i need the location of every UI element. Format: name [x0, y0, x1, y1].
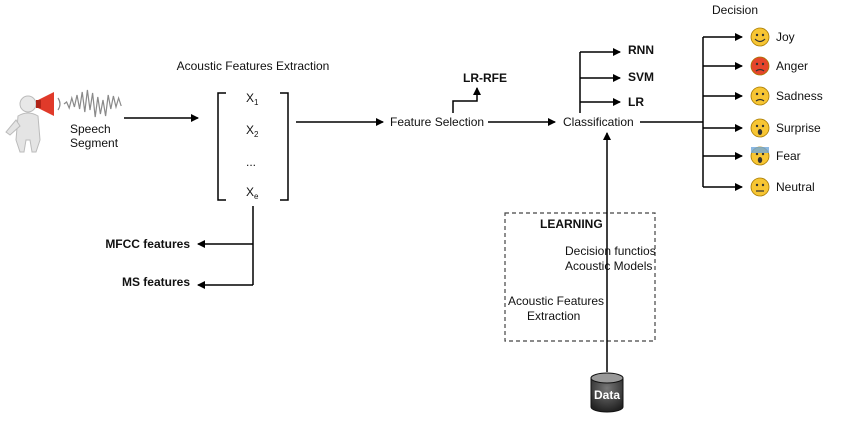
- feature-selection-label: Feature Selection: [390, 115, 484, 129]
- mfcc-features-label: MFCC features: [105, 237, 190, 251]
- vector-item-1: X1: [246, 91, 259, 107]
- acoustic-models-label: Acoustic Models: [565, 259, 652, 273]
- ms-features-label: MS features: [122, 275, 190, 289]
- emotion-label-fear: Fear: [776, 149, 801, 163]
- model-rnn-label: RNN: [628, 43, 654, 57]
- vector-item-4: Xe: [246, 185, 259, 201]
- decision-functions-label: Decision functios: [565, 244, 656, 258]
- vector-item-3: ...: [246, 155, 256, 169]
- emotion-label-neutral: Neutral: [776, 180, 815, 194]
- vector-item-2: X2: [246, 123, 259, 139]
- pensive-face-icon: [750, 86, 770, 106]
- grinning-face-icon: [750, 27, 770, 47]
- screaming-face-icon: [750, 146, 770, 166]
- lr-rfe-label: LR-RFE: [463, 71, 507, 85]
- speech-label-line1: Speech: [70, 122, 111, 136]
- learning-extraction-line1: Acoustic Features: [508, 294, 604, 308]
- speech-label-line2: Segment: [70, 136, 119, 150]
- emotion-label-joy: Joy: [776, 30, 795, 44]
- learning-extraction-line2: Extraction: [527, 309, 580, 323]
- vector-left-bracket: [217, 92, 226, 201]
- sound-wave-icon: [63, 89, 122, 118]
- learning-box: [504, 212, 656, 342]
- emotion-label-surprise: Surprise: [776, 121, 821, 135]
- arrow-to-lr-rfe: [452, 87, 481, 113]
- emotion-label-sadness: Sadness: [776, 89, 823, 103]
- database-cylinder-icon: [590, 372, 624, 413]
- diagram-title: Acoustic Features Extraction: [177, 59, 330, 73]
- neutral-face-icon: [750, 177, 770, 197]
- learning-title: LEARNING: [540, 217, 603, 231]
- dizzy-face-icon: [750, 118, 770, 138]
- model-svm-label: SVM: [628, 70, 654, 84]
- data-label: Data: [594, 388, 620, 402]
- model-lr-label: LR: [628, 95, 644, 109]
- vector-right-bracket: [280, 92, 289, 201]
- classification-label: Classification: [563, 115, 634, 129]
- person-megaphone-icon: [5, 92, 61, 153]
- angry-face-icon: [750, 56, 770, 76]
- emotion-label-anger: Anger: [776, 59, 808, 73]
- feature-vector-items: X1 X2 ... Xe: [246, 91, 259, 201]
- decision-title: Decision: [712, 3, 758, 17]
